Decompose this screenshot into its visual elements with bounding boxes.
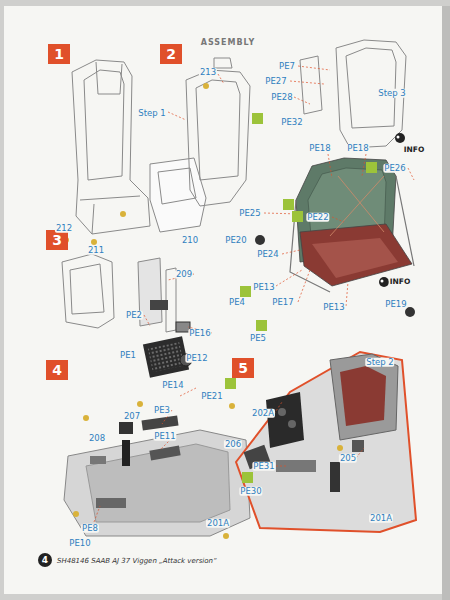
callout-number: PE25: [238, 209, 261, 218]
step-badge: 4: [46, 360, 68, 380]
leader-lines: [94, 66, 414, 522]
callout-number: Step 3: [377, 89, 406, 98]
ejection-seat: [290, 158, 414, 292]
callout-number: PE19: [384, 300, 407, 309]
callout-number: PE14: [161, 381, 184, 390]
callout-number: 206: [224, 440, 242, 449]
step-badge: 2: [160, 44, 182, 64]
callout-number: PE27: [264, 77, 287, 86]
callout-number: PE18: [346, 144, 369, 153]
callout-number: PE7: [278, 62, 296, 71]
footer-text: SH48146 SAAB AJ 37 Viggen „Attack versio…: [56, 558, 218, 565]
callout-number: PE11: [153, 432, 176, 441]
callout-number: 201A: [369, 514, 393, 523]
paper: [4, 6, 442, 594]
glue-icons: [63, 83, 377, 539]
seat-drawings: [62, 40, 406, 332]
paper-edge: [442, 6, 450, 600]
callout-number: 213: [199, 68, 217, 77]
info-icons: [255, 133, 415, 317]
callout-number: PE24: [256, 250, 279, 259]
callout-number: 210: [181, 236, 199, 245]
callout-number: PE31: [252, 462, 275, 471]
callout-number: PE17: [271, 298, 294, 307]
step-number: 1: [54, 46, 64, 62]
callout-number: Step 1: [137, 109, 166, 118]
callout-number: PE4: [228, 298, 246, 307]
callout-number: PE28: [270, 93, 293, 102]
callout-number: PE8: [81, 524, 99, 533]
callout-number: INFO: [403, 146, 426, 154]
callout-number: 212: [55, 224, 73, 233]
photo-etch-parts: [143, 300, 192, 378]
callout-number: PE16: [188, 329, 211, 338]
callout-number: PE5: [249, 334, 267, 343]
callout-number: PE3: [153, 406, 171, 415]
callout-number: PE20: [224, 236, 247, 245]
callout-number: PE18: [308, 144, 331, 153]
step-badge: 1: [48, 44, 70, 64]
callout-number: 202A: [251, 409, 275, 418]
step-number: 4: [42, 555, 48, 565]
callout-number: PE10: [68, 539, 91, 548]
callout-number: Step 2: [365, 358, 394, 367]
cockpit-tub-step5: [236, 352, 416, 532]
callout-number: PE13: [252, 283, 275, 292]
step-number: 3: [52, 232, 62, 248]
callout-number: PE21: [200, 392, 223, 401]
callout-number: 205: [339, 454, 357, 463]
page-title: ASSEMBLY: [201, 38, 256, 47]
cockpit-tub-step4: [64, 416, 250, 536]
step-number: 4: [52, 362, 62, 378]
step-badge: 3: [46, 230, 68, 250]
callout-number: PE2: [125, 311, 143, 320]
callout-number: PE22: [306, 213, 329, 222]
callout-number: 207: [123, 412, 141, 421]
callout-number: PE13: [322, 303, 345, 312]
callout-number: 209: [175, 270, 193, 279]
callout-number: PE1: [119, 351, 137, 360]
callout-number: PE32: [280, 118, 303, 127]
callout-number: 201A: [206, 519, 230, 528]
callout-number: INFO: [389, 278, 412, 286]
callout-number: PE26: [383, 164, 406, 173]
callout-number: PE30: [239, 487, 262, 496]
callout-number: PE12: [185, 354, 208, 363]
step-number: 5: [238, 360, 248, 376]
page-number: 4: [38, 553, 52, 567]
callout-number: 208: [88, 434, 106, 443]
step-badge: 5: [232, 358, 254, 378]
step-number: 2: [166, 46, 176, 62]
callout-number: 211: [87, 246, 105, 255]
